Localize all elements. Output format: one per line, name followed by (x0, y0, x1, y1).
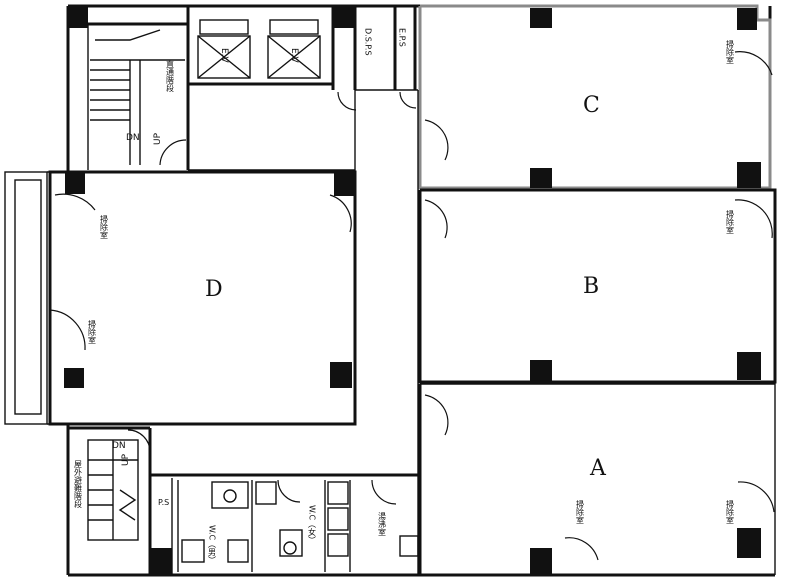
door-swing (737, 481, 775, 513)
door-swing (734, 199, 773, 239)
column (530, 360, 552, 382)
column (64, 368, 84, 388)
unit-c-label: C (583, 93, 600, 118)
column (68, 6, 88, 28)
column (737, 8, 757, 30)
unit-b-label: B (583, 274, 599, 299)
storage-label: 掃除室 (88, 319, 97, 344)
door-swing (329, 194, 352, 233)
door-swing (399, 91, 417, 109)
door-swing (54, 193, 96, 211)
column (737, 352, 761, 380)
column (737, 528, 761, 558)
outdoor-stair-label: 屋外避難階段 (74, 460, 83, 509)
storage-label: 掃除室 (726, 39, 735, 64)
column (330, 362, 352, 388)
unit-d[interactable]: D 掃除室 掃除室 (48, 170, 357, 426)
corridor (188, 90, 419, 575)
door-swing (337, 91, 357, 111)
door-swing (127, 429, 151, 453)
pantry-label: 湯沸室 (378, 511, 387, 536)
elevator-hall: E.V E.V (188, 6, 335, 90)
column (530, 548, 552, 575)
up-label: UP (121, 453, 131, 466)
door-swing (424, 394, 449, 436)
ps-label: P.S (158, 498, 169, 507)
wc-men-label: W.C（男） (208, 525, 217, 564)
main-stair: DN UP 直通階段 (90, 29, 185, 165)
up-label: UP (153, 132, 163, 145)
eps-label: E.P.S (398, 28, 407, 47)
door-swing (277, 479, 301, 503)
column (530, 168, 552, 188)
elevator-label: E.V (219, 48, 229, 64)
shafts: D.S.P.S E.P.S (337, 6, 418, 111)
column (334, 172, 355, 196)
door-swing (734, 51, 773, 76)
column (530, 8, 552, 28)
wc-women-label: W.C（女） (308, 505, 317, 544)
column (150, 548, 172, 575)
unit-c[interactable]: C 掃除室 (418, 4, 773, 190)
unit-a-label: A (589, 456, 607, 481)
door-swing (424, 119, 449, 161)
dsps-label: D.S.P.S (364, 28, 373, 56)
core-bottom: 屋外避難階段 DN UP P.S W.C（男） W.C（女） 湯沸室 (68, 426, 420, 575)
storage-label: 掃除室 (576, 499, 585, 524)
balcony (4, 171, 68, 425)
column (333, 6, 355, 28)
unit-d-label: D (205, 277, 223, 302)
elevator-label: E.V (289, 48, 299, 64)
door-swing (371, 479, 397, 505)
down-label: DN (112, 441, 126, 451)
storage-label: 掃除室 (726, 499, 735, 524)
door-swing (424, 199, 448, 239)
column (737, 162, 761, 188)
core-top: DN UP 直通階段 E.V E.V D.S.P.S E.P. (68, 6, 418, 170)
unit-b[interactable]: B 掃除室 (418, 188, 777, 384)
stair-label: 直通階段 (166, 59, 175, 93)
column (65, 172, 85, 194)
door-swing (49, 309, 86, 351)
storage-label: 掃除室 (726, 209, 735, 234)
door-swing (159, 139, 187, 166)
door-swing (564, 537, 599, 561)
unit-c-highlight (418, 4, 772, 190)
unit-a[interactable]: A 掃除室 掃除室 (418, 383, 775, 575)
down-label: DN (126, 133, 140, 143)
storage-label: 掃除室 (100, 214, 109, 239)
